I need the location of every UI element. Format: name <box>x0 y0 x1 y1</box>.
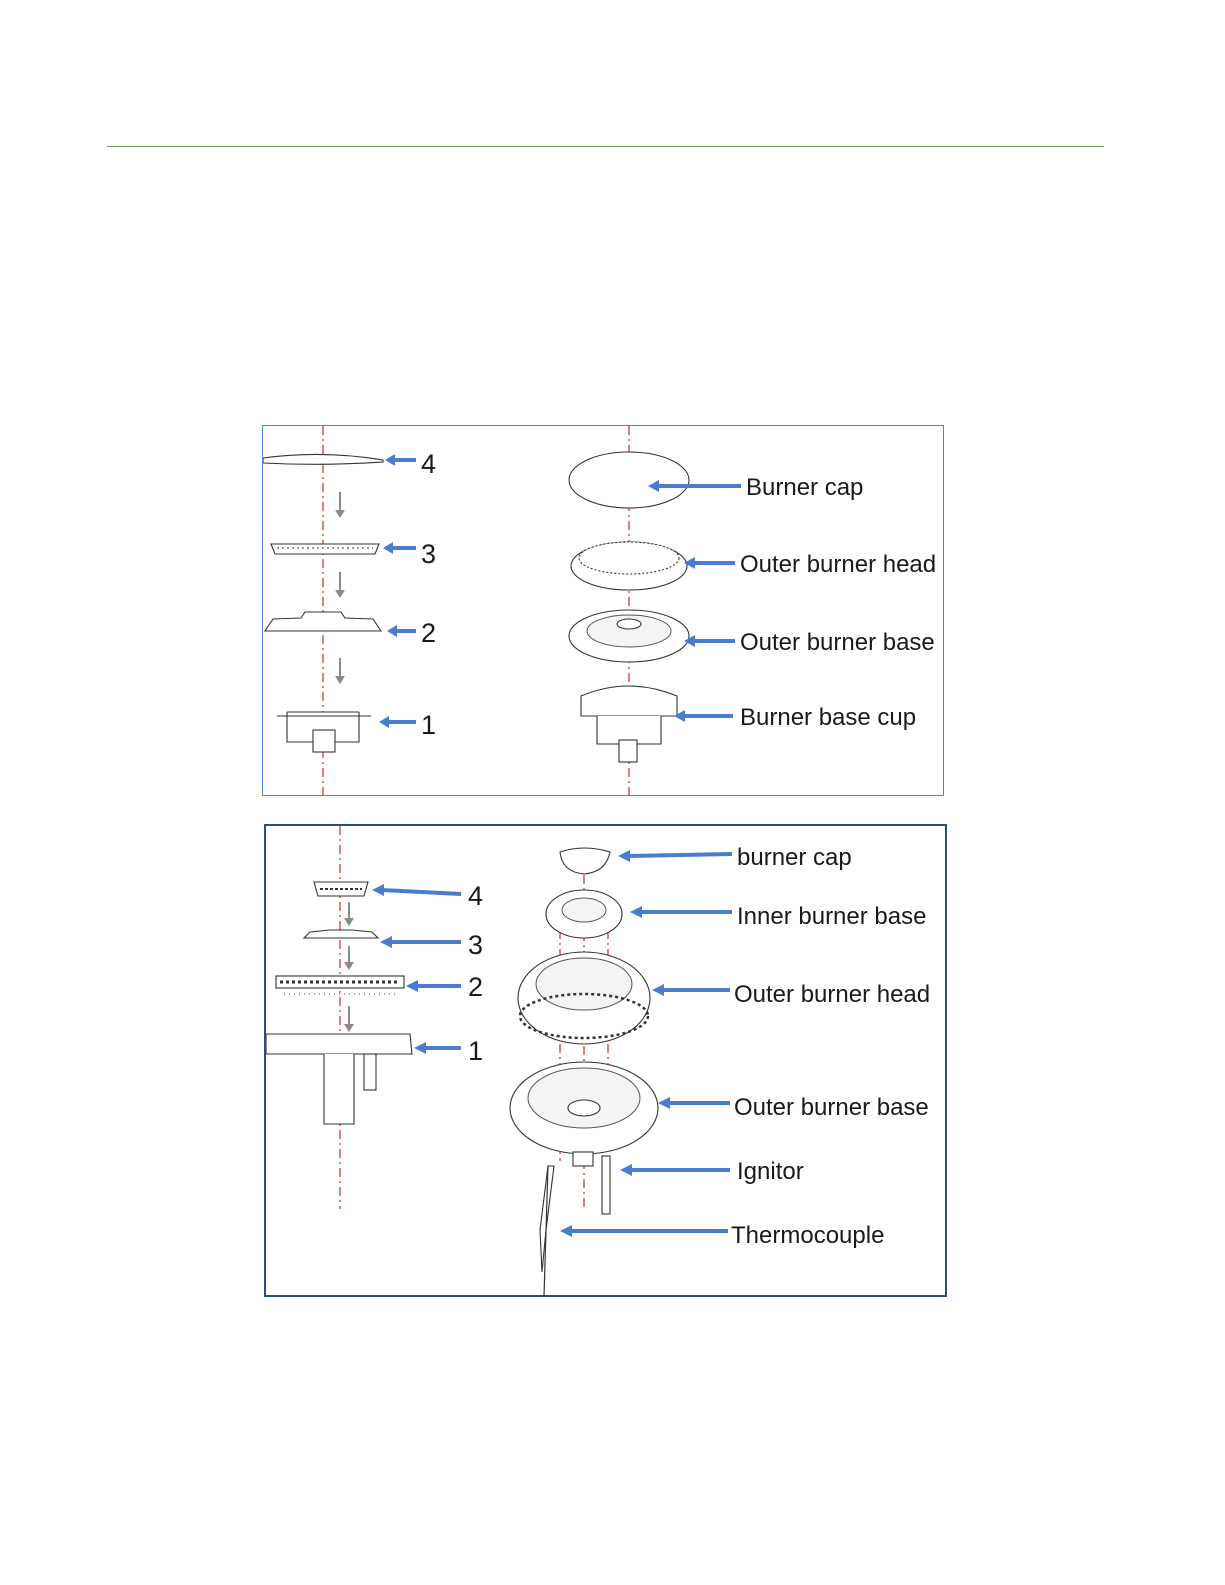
bottom-number-1: 1 <box>468 1036 483 1066</box>
top-number-2: 2 <box>421 618 436 648</box>
label-outer-burner-base: Outer burner base <box>734 1094 929 1121</box>
pointer-outer-burner-base <box>684 635 735 647</box>
part-1-nozzle <box>313 730 335 752</box>
bottom-number-3: 3 <box>468 930 483 960</box>
pointer-3 <box>380 936 461 948</box>
inner-burner-base-hub <box>562 898 606 922</box>
label-burner-cap: Burner cap <box>746 474 863 501</box>
part-1-base-drawing <box>266 1034 412 1054</box>
part-1-tube-drawing <box>324 1054 354 1124</box>
top-number-3: 3 <box>421 539 436 569</box>
label-outer-burner-head: Outer burner head <box>740 551 936 578</box>
top-number-1: 1 <box>421 710 436 740</box>
bottom-number-4: 4 <box>468 881 483 911</box>
top-number-4: 4 <box>421 449 436 479</box>
pointer-3 <box>383 542 416 554</box>
part-3-head-drawing <box>271 544 379 554</box>
label-inner-burner-base: Inner burner base <box>737 903 926 930</box>
pointer-1 <box>379 716 416 728</box>
outer-burner-head-ports <box>579 542 679 574</box>
part-4-cap-drawing <box>263 454 383 464</box>
assembly-arrow-3 <box>335 658 345 684</box>
assembly-arrow-2 <box>344 946 354 970</box>
burner-diagram-small: 4 3 2 1 Burner cap Outer burner head Out… <box>262 425 944 796</box>
assembly-arrow-2 <box>335 572 345 598</box>
ignitor-drawing <box>602 1156 610 1214</box>
part-1-fitting-drawing <box>364 1054 376 1090</box>
pointer-outer-burner-base <box>658 1097 730 1109</box>
burner-cap-drawing <box>560 848 610 874</box>
burner-diagram-large: 4 3 2 1 <box>264 824 947 1297</box>
outer-burner-base-hub <box>568 1100 600 1116</box>
pointer-1 <box>414 1042 461 1054</box>
burner-base-cup-rim <box>581 686 677 716</box>
assembly-arrow-3 <box>344 1006 354 1032</box>
label-burner-base-cup: Burner base cup <box>740 704 916 731</box>
part-2-base-drawing <box>265 612 381 631</box>
pointer-4 <box>385 454 416 466</box>
burner-cap-drawing <box>569 452 689 508</box>
pointer-2 <box>387 625 416 637</box>
burner-base-cup-nozzle <box>619 740 637 762</box>
label-ignitor: Ignitor <box>737 1158 804 1185</box>
pointer-2 <box>406 980 461 992</box>
header-rule <box>107 146 1104 147</box>
burner-diagram-large-art: 4 3 2 1 <box>266 826 949 1299</box>
outer-burner-base-inner <box>528 1068 640 1128</box>
pointer-4 <box>372 884 461 896</box>
part-3-disc-drawing <box>304 930 378 938</box>
outer-burner-head-inner <box>536 958 632 1010</box>
pointer-outer-burner-head <box>652 984 730 996</box>
assembly-arrow-1 <box>335 492 345 518</box>
pointer-outer-burner-head <box>684 557 735 569</box>
pointer-thermocouple <box>560 1225 728 1237</box>
outer-burner-base-nozzle <box>573 1152 593 1166</box>
outer-burner-base-hub <box>617 619 641 629</box>
bottom-number-2: 2 <box>468 972 483 1002</box>
label-burner-cap: burner cap <box>737 844 852 871</box>
burner-diagram-small-art: 4 3 2 1 Burner cap Outer burner head Out… <box>263 426 945 797</box>
pointer-inner-burner-base <box>630 906 732 918</box>
pointer-burner-base-cup <box>674 710 733 722</box>
pointer-burner-cap <box>618 850 732 862</box>
assembly-arrow-1 <box>344 902 354 926</box>
label-thermocouple: Thermocouple <box>731 1222 884 1249</box>
label-outer-burner-head: Outer burner head <box>734 981 930 1008</box>
label-outer-burner-base: Outer burner base <box>740 629 935 656</box>
pointer-ignitor <box>620 1164 730 1176</box>
